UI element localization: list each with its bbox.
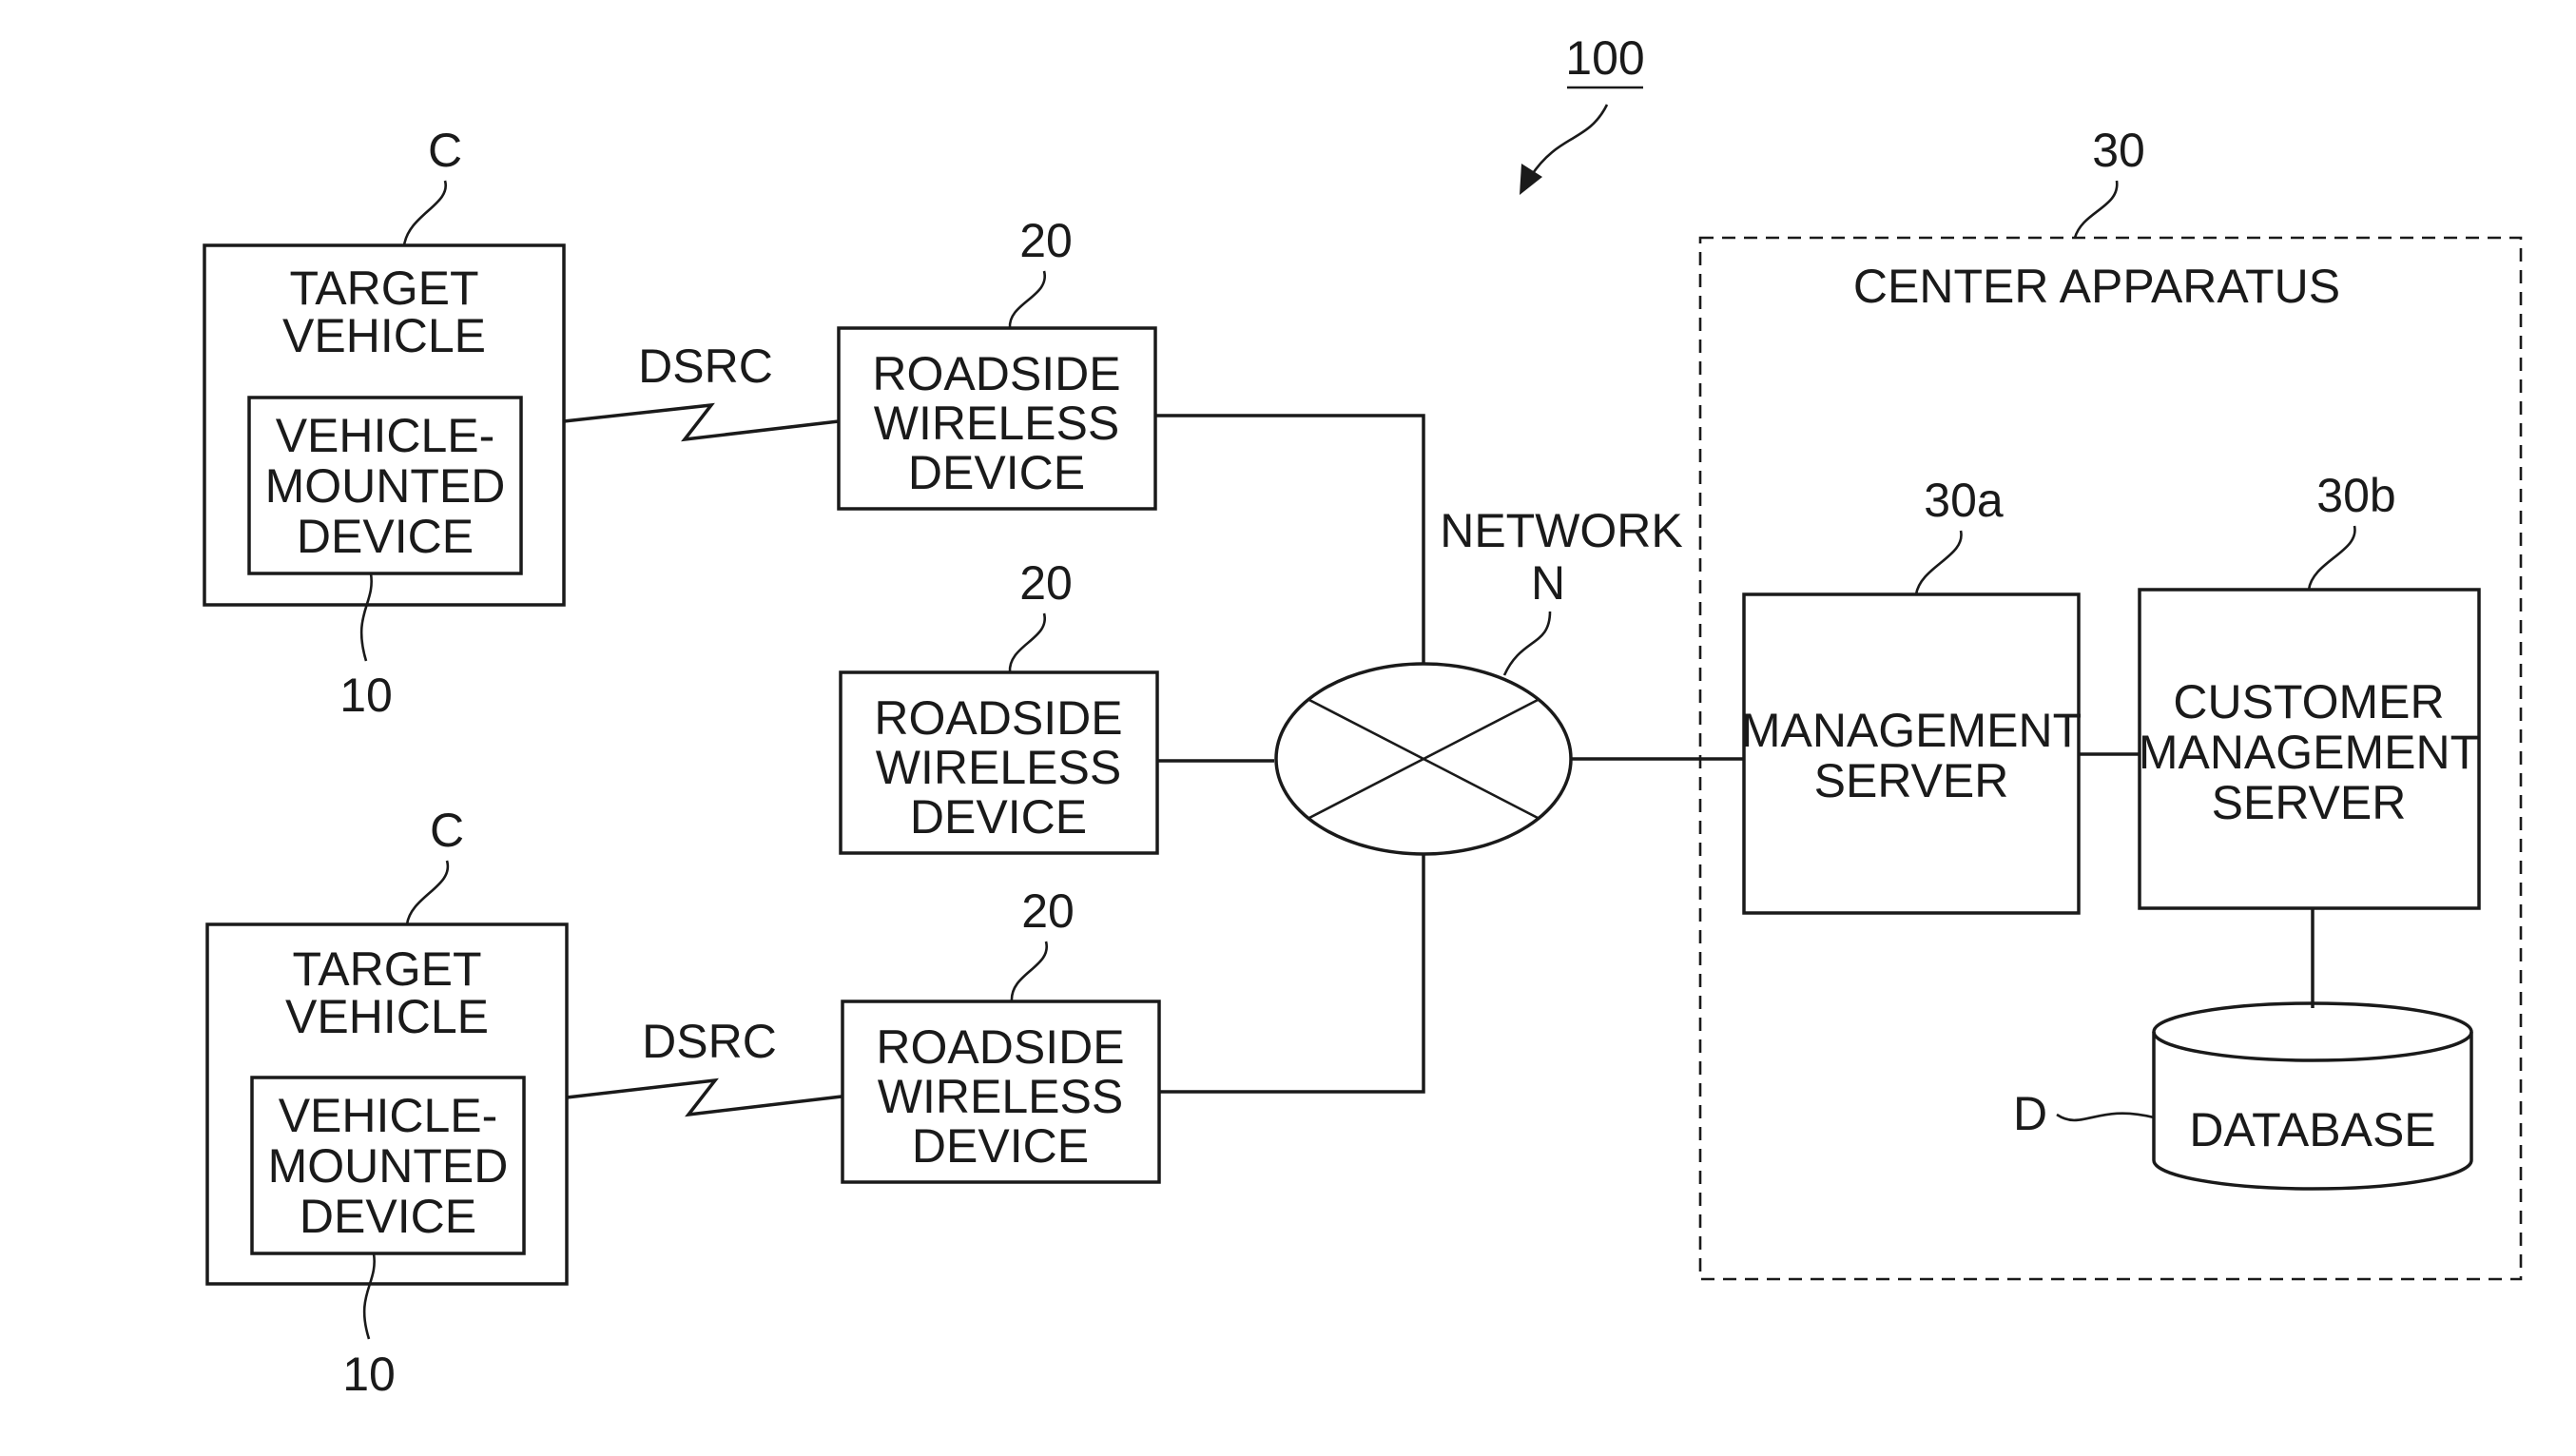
center-leader <box>2075 181 2117 238</box>
dsrc-link-2 <box>567 1080 842 1115</box>
target-vehicle-1: C TARGET VEHICLE VEHICLE- MOUNTED DEVICE… <box>204 124 839 722</box>
management-server-leader <box>1916 531 1962 594</box>
target-vehicle-2: C TARGET VEHICLE VEHICLE- MOUNTED DEVICE… <box>207 804 842 1401</box>
database-leader <box>2057 1114 2154 1120</box>
dsrc-link-1 <box>564 405 839 439</box>
database-top <box>2154 1003 2471 1060</box>
vehicle-1-leader <box>404 181 446 245</box>
figure-reference: 100 <box>1520 31 1645 195</box>
roadside-1-ref: 20 <box>1019 214 1073 267</box>
management-server-line-2: SERVER <box>1814 754 2009 807</box>
vehicle-2-ref: C <box>430 804 464 857</box>
center-title: CENTER APPARATUS <box>1853 260 2340 313</box>
vehicle-1-title-line-2: VEHICLE <box>282 309 486 362</box>
vehicle-1-device-line-2: MOUNTED <box>265 459 506 513</box>
roadside-3-ref: 20 <box>1021 884 1075 938</box>
figure-number: 100 <box>1565 31 1644 85</box>
vehicle-2-device-line-2: MOUNTED <box>268 1139 509 1193</box>
figure-arrow-shaft <box>1531 105 1607 176</box>
vehicle-1-device-ref: 10 <box>339 669 393 722</box>
vehicle-2-title-line-2: VEHICLE <box>285 990 489 1043</box>
roadside-2-line-3: DEVICE <box>910 790 1087 844</box>
vehicle-1-title-line-1: TARGET <box>289 262 478 315</box>
network-label: NETWORK <box>1440 504 1683 557</box>
link-roadside-3-network <box>1159 854 1424 1092</box>
roadside-2-leader <box>1010 613 1045 672</box>
vehicle-1-ref: C <box>428 124 462 177</box>
customer-server-line-1: CUSTOMER <box>2173 675 2444 728</box>
management-server-ref: 30a <box>1924 474 2004 527</box>
roadside-device-3: 20 ROADSIDE WIRELESS DEVICE <box>843 884 1159 1182</box>
roadside-device-2: 20 ROADSIDE WIRELESS DEVICE <box>841 556 1157 853</box>
vehicle-2-device-line-1: VEHICLE- <box>279 1089 498 1142</box>
management-server-line-1: MANAGEMENT <box>1741 704 2082 757</box>
center-ref: 30 <box>2092 124 2145 177</box>
vehicle-1-device-line-3: DEVICE <box>297 510 474 563</box>
roadside-3-leader <box>1012 942 1047 1001</box>
roadside-1-leader <box>1010 271 1045 328</box>
roadside-3-line-1: ROADSIDE <box>876 1020 1124 1074</box>
center-apparatus: 30 CENTER APPARATUS 30a MANAGEMENT SERVE… <box>1700 124 2521 1279</box>
roadside-2-line-2: WIRELESS <box>876 741 1121 794</box>
database-ref: D <box>2013 1087 2047 1140</box>
vehicle-1-device-line-1: VEHICLE- <box>276 409 495 462</box>
vehicle-2-device-line-3: DEVICE <box>300 1190 476 1243</box>
customer-server-ref: 30b <box>2316 469 2395 522</box>
roadside-3-line-3: DEVICE <box>912 1119 1089 1173</box>
figure-arrow-head <box>1520 164 1542 195</box>
network: NETWORK N <box>1155 416 1744 1092</box>
roadside-2-ref: 20 <box>1019 556 1073 610</box>
dsrc-label-1: DSRC <box>638 340 773 393</box>
network-leader <box>1504 612 1550 675</box>
roadside-1-line-2: WIRELESS <box>874 397 1119 450</box>
customer-server-leader <box>2309 526 2354 590</box>
dsrc-label-2: DSRC <box>642 1015 777 1068</box>
database-label: DATABASE <box>2189 1103 2435 1156</box>
network-ref: N <box>1531 556 1565 610</box>
link-roadside-1-network <box>1155 416 1424 664</box>
database-cylinder: DATABASE <box>2154 1003 2471 1189</box>
vehicle-2-leader <box>407 861 448 924</box>
roadside-1-line-3: DEVICE <box>908 446 1085 499</box>
customer-server-line-2: MANAGEMENT <box>2139 726 2479 779</box>
roadside-2-line-1: ROADSIDE <box>874 691 1122 745</box>
roadside-device-1: 20 ROADSIDE WIRELESS DEVICE <box>839 214 1155 509</box>
vehicle-2-device-ref: 10 <box>342 1348 396 1401</box>
roadside-3-line-2: WIRELESS <box>878 1070 1123 1123</box>
roadside-1-line-1: ROADSIDE <box>872 347 1120 400</box>
vehicle-2-title-line-1: TARGET <box>292 942 481 996</box>
vehicle-1-device-leader <box>361 573 372 661</box>
vehicle-2-device-leader <box>364 1253 375 1339</box>
customer-server-line-3: SERVER <box>2212 776 2407 829</box>
